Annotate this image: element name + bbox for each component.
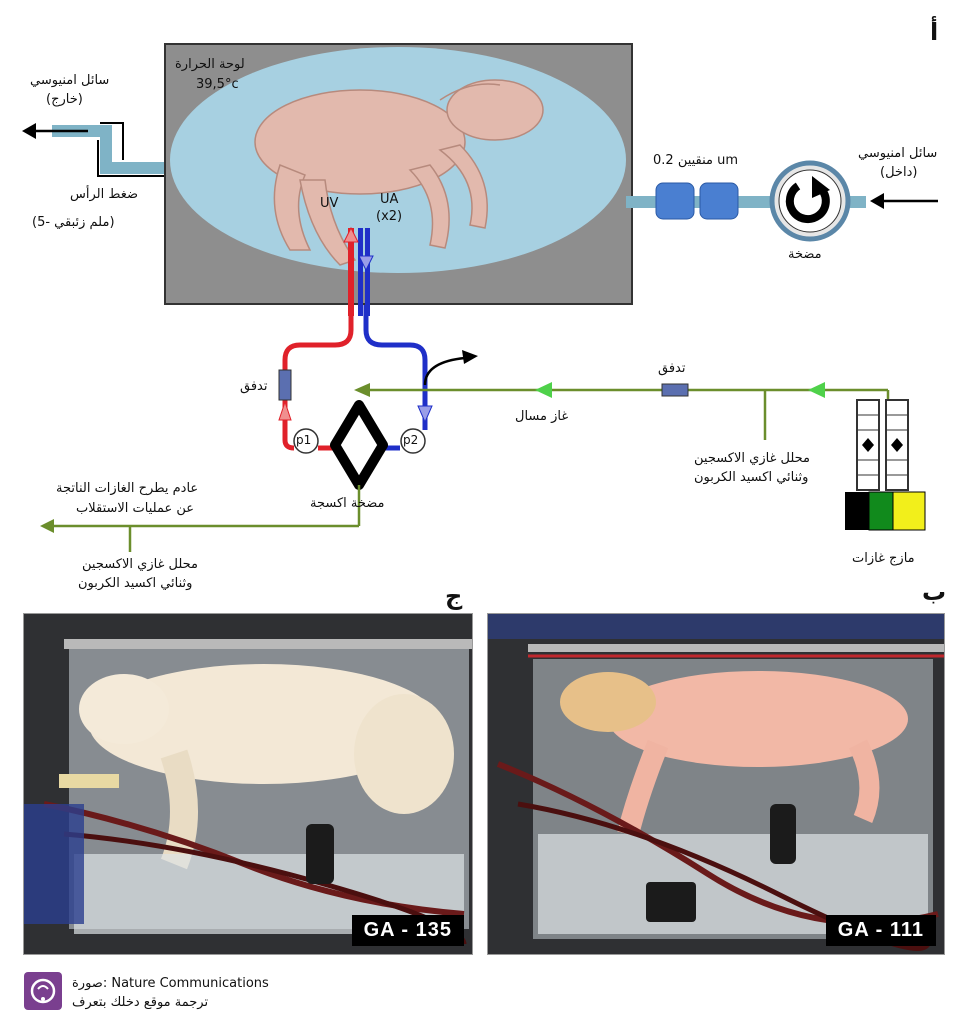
gestational-age-badge-111: GA - 111 — [825, 915, 936, 946]
fetal-lamb-illustration — [254, 79, 544, 266]
panel-letter-c: ج — [445, 582, 463, 610]
translation-credit: ترجمة موقع دخلك بتعرف — [72, 995, 209, 1010]
analyzer-top-sublabel: وثنائي اكسيد الكربون — [694, 470, 809, 485]
gas-lines — [50, 388, 890, 552]
pressure-sensor-p1 — [293, 428, 319, 454]
arterial-line — [363, 305, 428, 430]
oxygenator-icon — [330, 400, 388, 490]
panel-letter-b: ب — [922, 578, 947, 606]
pressure-sensor-p2 — [400, 428, 426, 454]
uv-label: UV — [320, 196, 339, 211]
analyzer-top-label: محلل غازي الاكسجين — [694, 451, 811, 466]
flow-left-label: تدفق — [240, 379, 268, 394]
gas-cylinder-green — [868, 491, 894, 531]
p2-label: p2 — [403, 433, 419, 447]
photo-credit: صورة: Nature Communications — [72, 976, 269, 991]
pump-rotation-icon — [785, 182, 830, 224]
heat-plate-label: لوحة الحرارة — [175, 57, 245, 72]
amniotic-in-label: سائل امنيوسي — [858, 146, 938, 161]
gas-mixer-icon — [845, 399, 926, 531]
photo-ga-111-illustration — [488, 614, 944, 954]
photo-ga-111: GA - 111 — [487, 613, 945, 955]
photo-ga-135-illustration — [24, 614, 472, 954]
exhaust-label: عادم يطرح الغازات الناتجة — [56, 481, 199, 496]
site-logo-icon — [24, 972, 62, 1010]
exhaust-sublabel: عن عمليات الاستقلاب — [76, 501, 195, 516]
circuit-diagram — [22, 43, 938, 552]
amniotic-out-label: سائل امنيوسي — [30, 73, 110, 88]
flow-sensor-left — [278, 369, 292, 401]
gas-cylinder-black — [845, 492, 869, 530]
analyzer-bottom-label: محلل غازي الاكسجين — [82, 557, 199, 572]
flow-right-label: تدفق — [658, 361, 686, 376]
oxygenator-pump-label: مضخة اكسجة — [310, 496, 385, 511]
filter-1 — [655, 182, 695, 220]
sweep-gas-label: غاز مسال — [515, 409, 569, 424]
amniotic-in-sublabel: (داخل) — [880, 165, 918, 180]
sweep-gas-inlet — [423, 356, 466, 386]
pump-label: مضخة — [788, 247, 822, 262]
gas-mixer-label: مازج غازات — [852, 551, 915, 566]
filters-label: منقيين 0.2 um — [653, 153, 739, 168]
temperature-label: 39,5°c — [196, 77, 239, 92]
umbilical-cannulas — [343, 226, 374, 316]
head-pressure-label: ضغط الرأس — [70, 187, 139, 202]
analyzer-bottom-sublabel: وثنائي اكسيد الكربون — [78, 576, 193, 591]
amniotic-out-sublabel: (خارج) — [46, 92, 83, 107]
panel-letter-a: أ — [930, 18, 939, 46]
venous-return-line — [282, 305, 354, 451]
head-pressure-sublabel: (5- ملم زئبقي) — [32, 215, 115, 230]
ua-count-label: (x2) — [376, 209, 403, 224]
photo-ga-135: GA - 135 — [23, 613, 473, 955]
filter-2 — [699, 182, 739, 220]
ua-label: UA — [380, 192, 399, 207]
p1-label: p1 — [296, 433, 312, 447]
flow-sensor-right — [661, 383, 689, 397]
amniotic-inflow-line — [626, 160, 938, 242]
gestational-age-badge-135: GA - 135 — [351, 915, 464, 946]
gas-cylinder-yellow — [892, 491, 926, 531]
